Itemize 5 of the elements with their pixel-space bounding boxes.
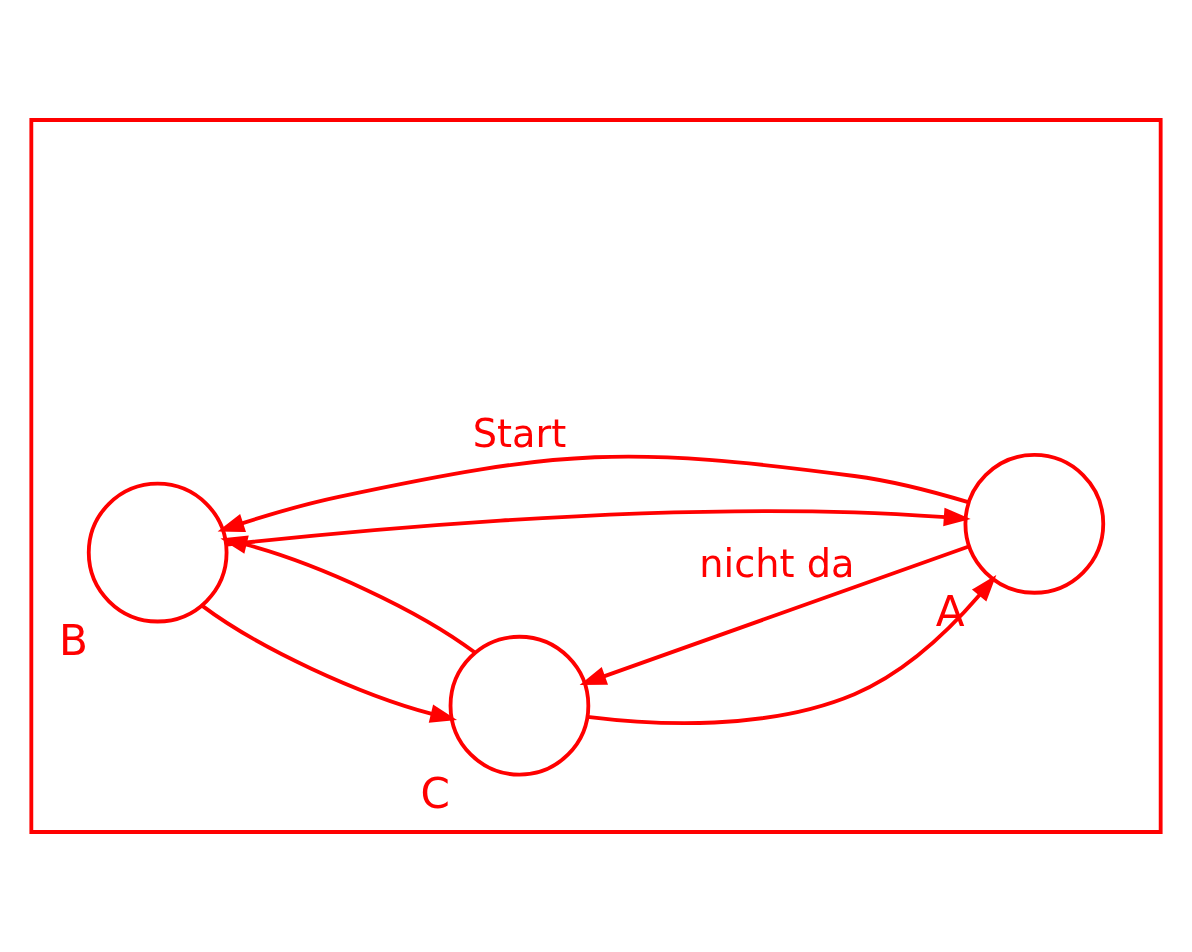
edge-label: nicht da xyxy=(699,541,855,587)
edge-label: Start xyxy=(472,411,567,457)
node-label: C xyxy=(420,769,450,819)
node-label: A xyxy=(935,587,965,637)
node-label: B xyxy=(58,616,88,666)
